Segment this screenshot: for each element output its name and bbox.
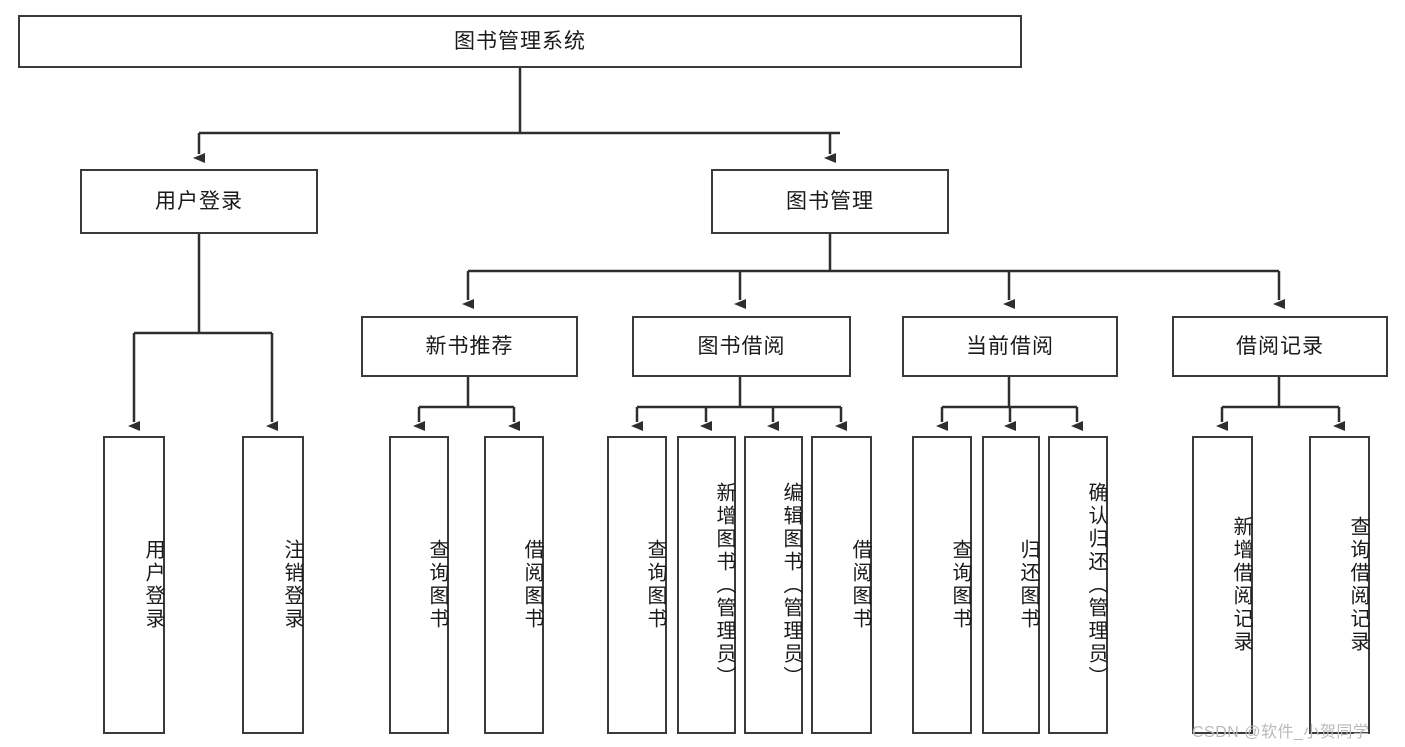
leaf-label: 归还图书 [1017, 539, 1039, 631]
leaf-label: 确认归还（管理员） [1085, 481, 1107, 689]
leaf-label: 编辑图书（管理员） [780, 481, 802, 689]
leaf-current-borrow-query: 查询图书 [912, 436, 972, 734]
leaf-book-borrow-borrow: 借阅图书 [811, 436, 872, 734]
node-user-login-label: 用户登录 [155, 189, 243, 213]
node-root: 图书管理系统 [18, 15, 1022, 68]
leaf-current-borrow-confirm: 确认归还（管理员） [1048, 436, 1108, 734]
node-current-borrow-label: 当前借阅 [966, 334, 1054, 358]
watermark-text: CSDN @软件_小贺同学 [1192, 724, 1370, 741]
leaf-borrow-record-add: 新增借阅记录 [1192, 436, 1253, 734]
node-borrow-record-label: 借阅记录 [1236, 334, 1324, 358]
leaf-borrow-record-query: 查询借阅记录 [1309, 436, 1370, 734]
node-book-borrow-label: 图书借阅 [697, 334, 786, 358]
node-book-management: 图书管理 [711, 169, 949, 234]
leaf-label: 用户登录 [142, 539, 164, 631]
node-borrow-record: 借阅记录 [1172, 316, 1388, 377]
node-book-borrow: 图书借阅 [632, 316, 851, 377]
leaf-book-borrow-add: 新增图书（管理员） [677, 436, 736, 734]
node-new-book-recommend-label: 新书推荐 [425, 334, 514, 358]
leaf-label: 新增借阅记录 [1230, 516, 1252, 654]
leaf-label: 借阅图书 [521, 539, 543, 631]
leaf-label: 新增图书（管理员） [713, 481, 735, 689]
leaf-label: 查询图书 [644, 539, 666, 631]
leaf-user-login-logout: 注销登录 [242, 436, 304, 734]
leaf-label: 查询借阅记录 [1347, 516, 1369, 654]
leaf-book-borrow-query: 查询图书 [607, 436, 667, 734]
node-current-borrow: 当前借阅 [902, 316, 1118, 377]
node-book-management-label: 图书管理 [786, 189, 874, 213]
node-user-login: 用户登录 [80, 169, 318, 234]
leaf-label: 查询图书 [426, 539, 448, 631]
leaf-book-borrow-edit: 编辑图书（管理员） [744, 436, 803, 734]
node-new-book-recommend: 新书推荐 [361, 316, 578, 377]
node-root-label: 图书管理系统 [454, 29, 586, 53]
leaf-user-login-login: 用户登录 [103, 436, 165, 734]
leaf-label: 借阅图书 [849, 539, 871, 631]
leaf-new-book-borrow: 借阅图书 [484, 436, 544, 734]
leaf-current-borrow-return: 归还图书 [982, 436, 1040, 734]
leaf-new-book-query: 查询图书 [389, 436, 449, 734]
leaf-label: 查询图书 [949, 539, 971, 631]
leaf-label: 注销登录 [281, 539, 303, 631]
